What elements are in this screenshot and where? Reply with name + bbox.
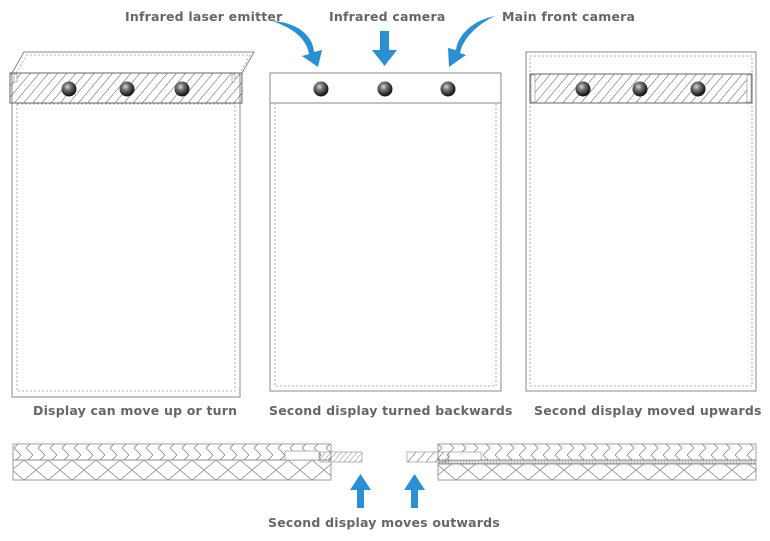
- phone-left-screen-outline: [16, 103, 236, 392]
- cross-section-right: [406, 443, 757, 481]
- label-main-front-camera: Main front camera: [502, 9, 636, 24]
- phone-left: [9, 51, 255, 398]
- phone-left-body: [11, 72, 241, 398]
- down-arrow-icon: [372, 31, 397, 66]
- label-infrared-camera: Infrared camera: [329, 9, 446, 24]
- top-arrows: [272, 16, 495, 67]
- caption-moved-upwards: Second display moved upwards: [534, 403, 762, 418]
- main-front-camera-icon: [440, 81, 456, 97]
- phone-middle-body: [269, 72, 502, 392]
- curved-arrow-icon: [448, 16, 495, 67]
- phone-right: [525, 51, 757, 392]
- phone-left-tilted-panel: [11, 51, 255, 74]
- camera-lens-icon: [61, 81, 77, 97]
- caption-display-move-or-turn: Display can move up or turn: [33, 403, 238, 418]
- camera-lens-icon: [632, 81, 648, 97]
- curved-arrow-icon: [272, 21, 322, 67]
- sliding-display-piece: [319, 451, 363, 463]
- camera-lens-icon: [690, 81, 706, 97]
- infrared-camera-icon: [377, 81, 393, 97]
- up-arrow-icon: [350, 474, 371, 508]
- camera-lens-icon: [119, 81, 135, 97]
- cross-section-left: [12, 443, 363, 481]
- caption-turned-backwards: Second display turned backwards: [269, 403, 513, 418]
- label-infrared-laser-emitter: Infrared laser emitter: [125, 9, 283, 24]
- phone-middle: [269, 72, 502, 392]
- camera-lens-icon: [575, 81, 591, 97]
- caption-moves-outwards: Second display moves outwards: [268, 515, 500, 530]
- phone-middle-camera-bar: [269, 72, 502, 104]
- camera-lens-icon: [174, 81, 190, 97]
- infrared-laser-emitter-icon: [313, 81, 329, 97]
- phone-right-body: [525, 51, 757, 392]
- up-arrow-icon: [404, 474, 425, 508]
- bottom-arrows: [350, 474, 425, 508]
- sliding-display-piece: [406, 451, 450, 463]
